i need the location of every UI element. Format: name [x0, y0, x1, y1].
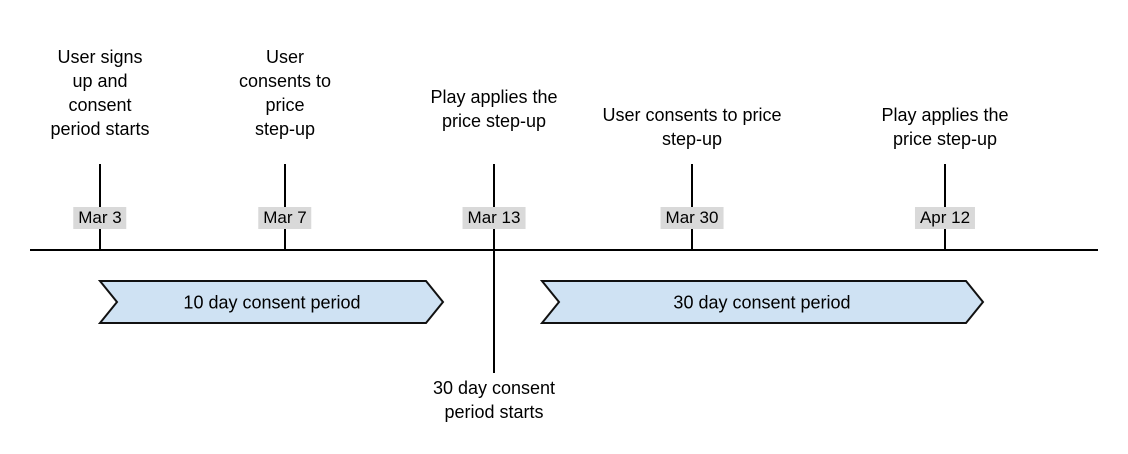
event-label-apr-12: Play applies the price step-up [881, 105, 1009, 149]
event-label-mar-7: User consents to price step-up [238, 47, 332, 139]
period-label-30-day: 30 day consent period [673, 292, 851, 313]
date-badge-mar-30: Mar 30 [660, 207, 724, 229]
period-label-10-day: 10 day consent period [183, 292, 361, 313]
period-arrow-10-day [97, 280, 445, 324]
date-badge-mar-13: Mar 13 [462, 207, 526, 229]
period-arrow-30-day [539, 280, 985, 324]
date-badge-mar-3: Mar 3 [73, 207, 127, 229]
event-label-mar-30: User consents to price step-up [602, 105, 782, 149]
event-label-mar-13: Play applies the price step-up [430, 87, 558, 131]
date-badge-mar-7: Mar 7 [258, 207, 312, 229]
event-label-mar-3: User signs up and consent period starts [50, 47, 150, 139]
date-badge-apr-12: Apr 12 [914, 207, 976, 229]
note-label-consent-start: 30 day consent period starts [432, 378, 556, 422]
